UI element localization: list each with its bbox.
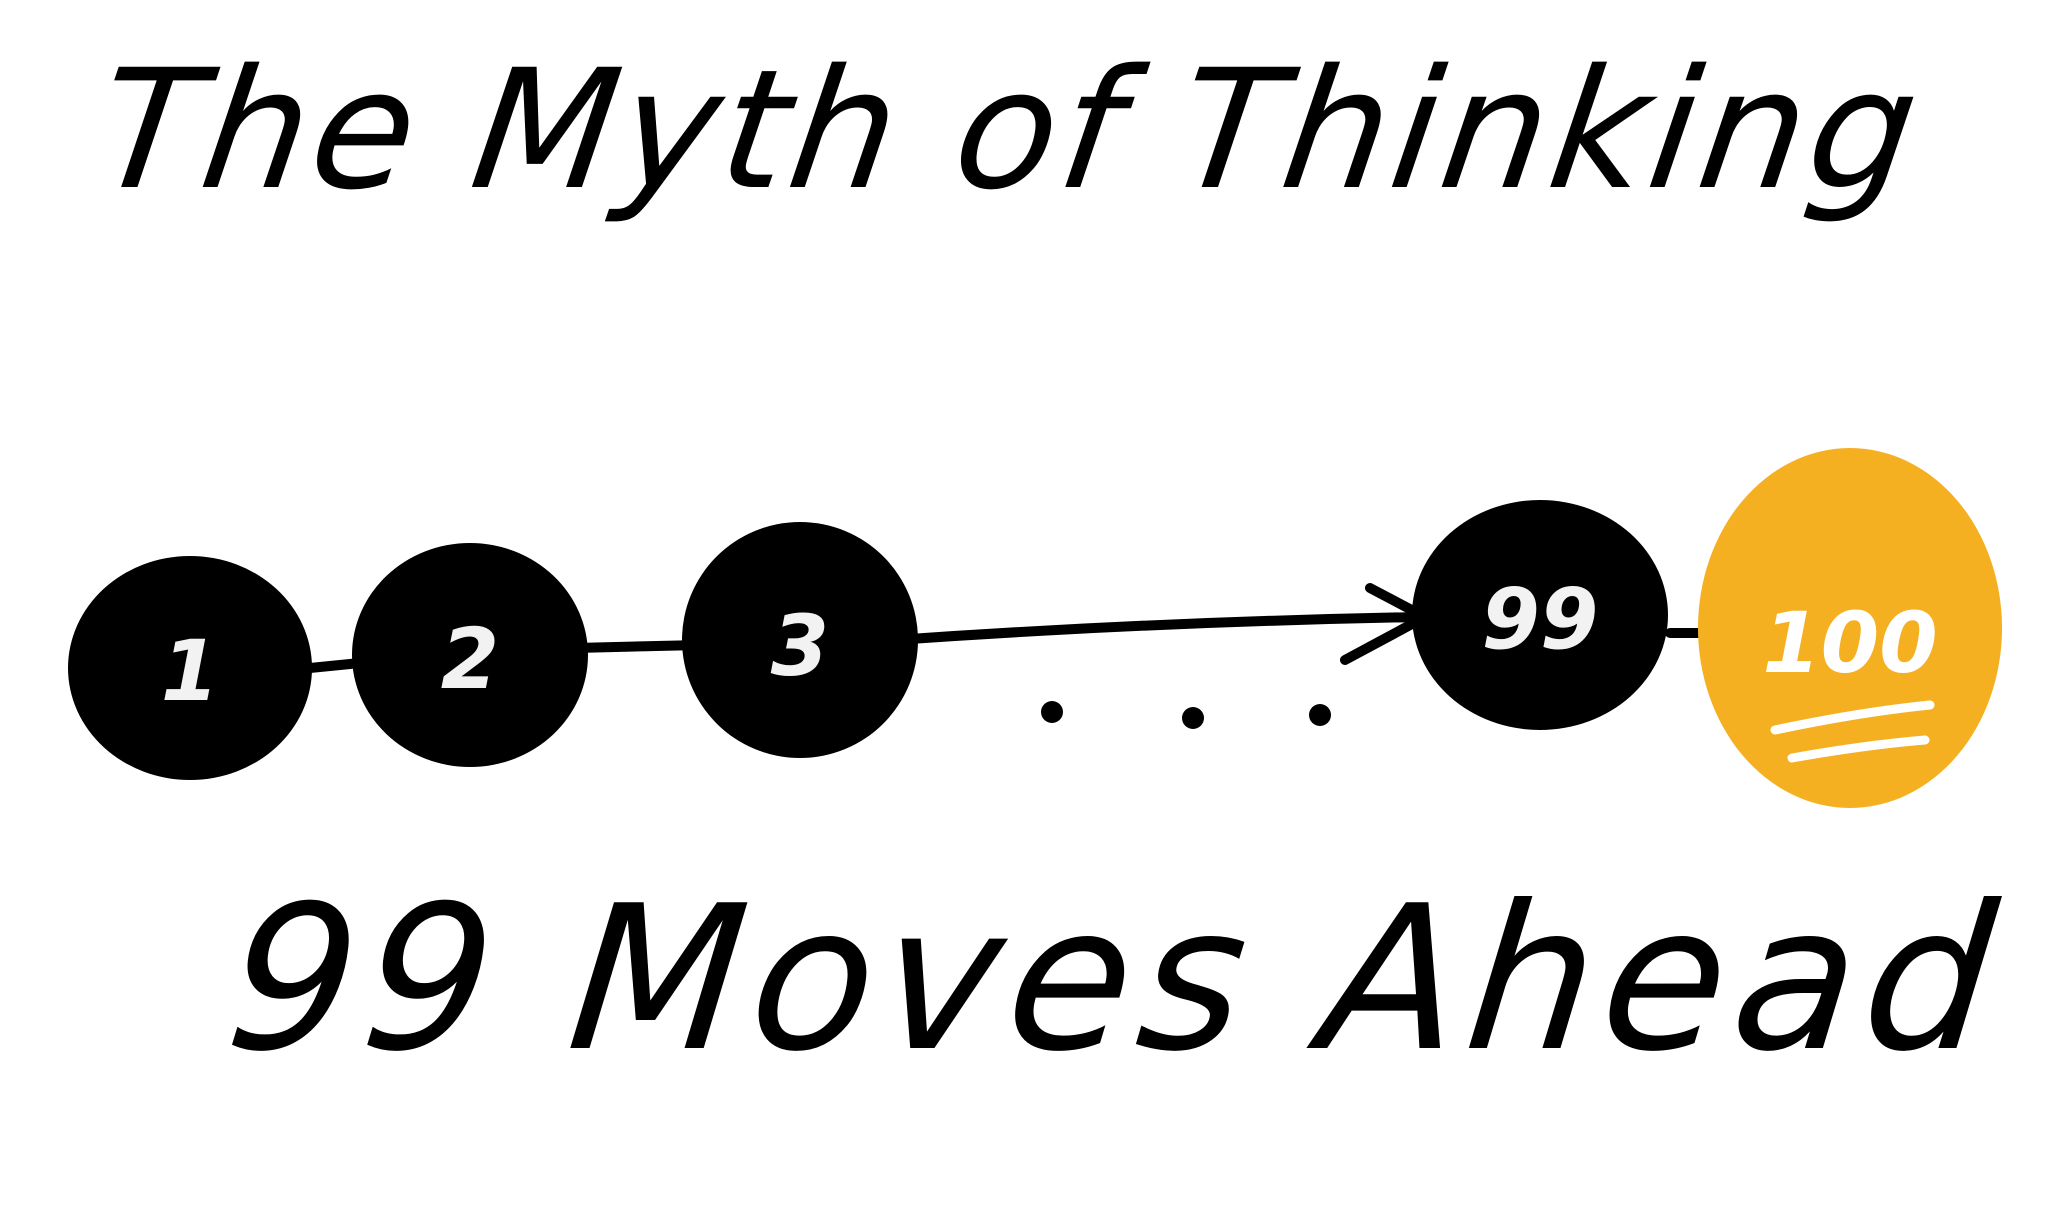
- dots-ellipsis-icon: [1041, 701, 1331, 729]
- node-label-100: 100: [1762, 594, 1937, 692]
- node-99: 99: [1412, 500, 1668, 730]
- underline-icon: [1770, 700, 1935, 763]
- connector-2-3: [570, 640, 705, 653]
- node-100: 100: [1698, 448, 2002, 808]
- page-subtitle: 99 Moves Ahead: [217, 863, 2013, 1096]
- node-label-99: 99: [1482, 570, 1599, 668]
- node-2: 2: [352, 543, 588, 767]
- node-1: 1: [68, 556, 312, 780]
- node-label-3: 3: [771, 597, 829, 695]
- connector-3-99: [890, 612, 1425, 645]
- node-label-1: 1: [161, 622, 219, 720]
- node-label-2: 2: [441, 610, 499, 708]
- node-3: 3: [682, 522, 918, 758]
